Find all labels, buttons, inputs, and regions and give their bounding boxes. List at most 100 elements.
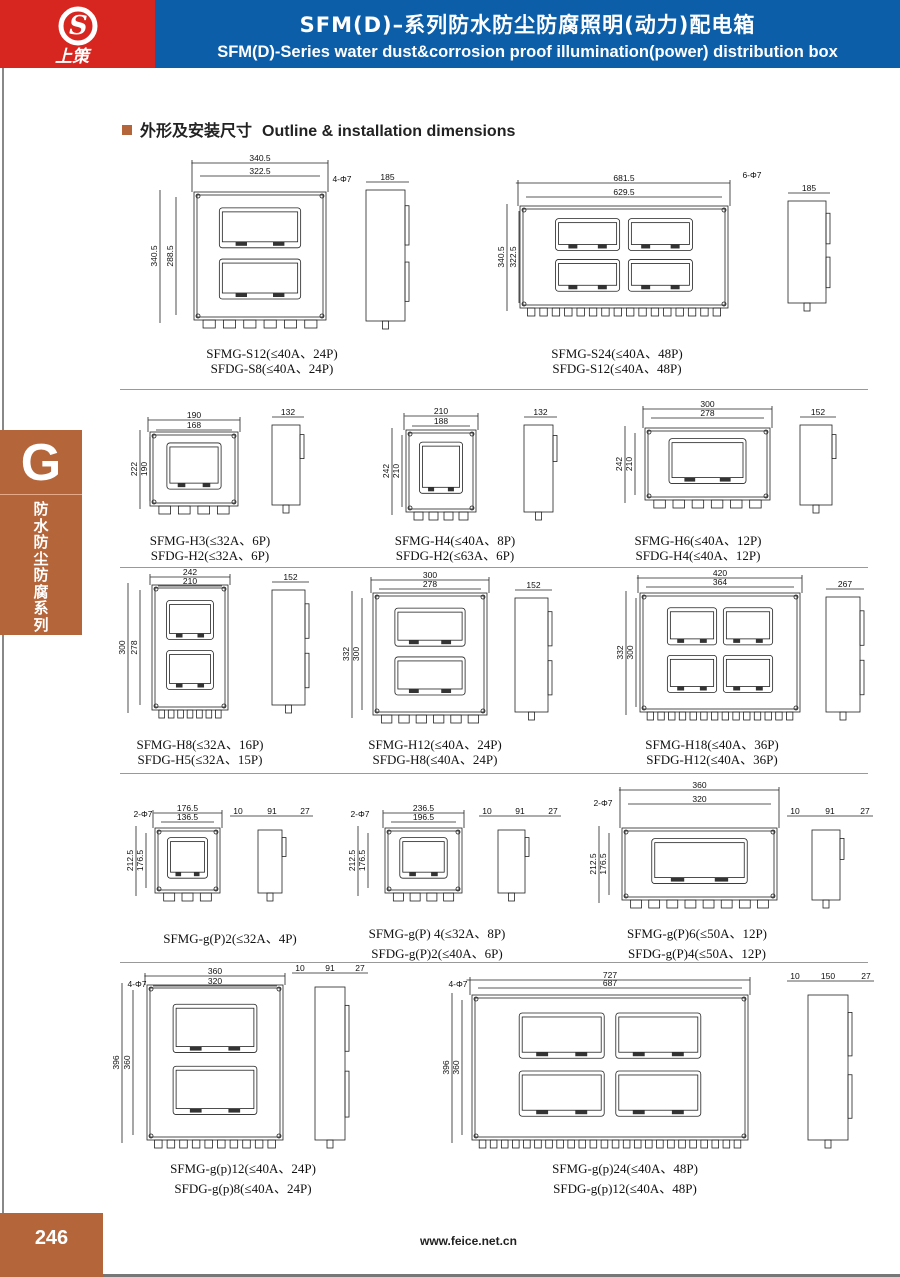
width-inner-label: 364 [713,577,727,587]
latch-icon [235,293,247,298]
enclosure-front-view [405,429,477,513]
model-caption-line: SFMG-g(p)24(≤40A、48P) [552,1161,698,1176]
cable-gland-icon [163,892,176,902]
cable-gland-icon [589,1139,598,1149]
window-frame [615,1070,702,1117]
cable-gland-icon [197,505,210,515]
enclosure-inner-edge [408,432,474,510]
cable-gland-icon [613,307,622,317]
height-outer-label: 340.5 [149,245,159,267]
row-divider [120,773,868,774]
width-outer-label: 360 [208,966,222,976]
cable-gland-icon [199,892,212,902]
latch-icon [409,872,416,877]
breaker-window [399,837,448,879]
mounting-hole-icon [763,493,769,499]
cable-gland-icon [633,1139,642,1149]
width-inner-label: 278 [423,579,437,589]
cable-gland-icon [539,307,548,317]
cable-gland-icon [711,1139,720,1149]
height-outer-label: 300 [117,640,127,654]
mounting-hole-icon [480,594,486,600]
latch-icon [632,1110,645,1115]
mounting-hole-icon [148,1133,154,1139]
width-inner-label: 278 [700,408,714,418]
cable-gland-icon [600,1139,609,1149]
enclosure-inner-edge [624,830,775,898]
height-outer-label: 332 [615,645,625,659]
cable-gland-icon [812,504,820,514]
latch-icon [447,487,454,492]
window-glass [397,660,463,690]
enclosure-inner-edge [387,830,460,891]
breaker-window [555,218,621,251]
depth-label: 185 [380,172,394,182]
depth-label: 152 [283,572,297,582]
enclosure-inner-edge [152,434,236,504]
enclosure-front-view [644,427,771,501]
model-caption-line: SFDG-H5(≤32A、15P) [137,752,263,767]
cable-gland-icon [181,892,194,902]
enclosure-side-view [271,589,306,706]
window-profile [831,434,837,460]
width-outer-label: 360 [692,780,706,790]
latch-icon [536,1110,549,1115]
cable-gland-icon [656,1139,664,1149]
window-profile [825,256,831,289]
cable-gland-icon [691,499,705,509]
cable-gland-icon [508,892,515,902]
cable-gland-icon [576,307,585,317]
title-cn: SFM(D)–系列防水防尘防腐照明(动力)配电箱 [299,13,756,37]
latch-icon [189,1046,202,1051]
latch-icon [641,285,651,290]
window-profile [299,434,305,460]
mounting-hole-icon [407,505,413,511]
breaker-window [518,1012,605,1059]
cable-gland-icon [428,511,439,521]
cable-gland-icon [687,307,697,317]
cable-gland-icon [450,714,462,724]
cable-gland-icon [158,709,165,719]
mounting-hole-icon [646,493,652,499]
cable-gland-icon [839,711,847,721]
height-inner-label: 210 [391,464,401,478]
cable-gland-icon [217,1139,226,1149]
model-caption-line: SFDG-g(p)12(≤40A、48P) [553,1181,697,1196]
depth-label: 10 [233,806,243,816]
cable-gland-icon [700,307,709,317]
chapter-title: 防水防尘防腐系列 [33,500,49,634]
cable-gland-icon [601,307,610,317]
latch-icon [733,638,741,643]
enclosure-side-view [799,424,833,506]
cable-gland-icon [398,714,410,724]
enclosure-side-view [365,189,406,322]
enclosure-side-view [807,994,849,1141]
height-inner-label: 190 [139,462,149,476]
cable-gland-icon [712,307,721,317]
latch-icon [175,633,183,638]
cable-gland-icon [730,499,743,509]
model-caption-line: SFDG-g(p)8(≤40A、24P) [174,1181,312,1196]
cable-gland-icon [202,319,216,329]
mounting-hole-icon [521,207,527,213]
enclosure-inner-edge [157,830,218,891]
latch-icon [228,1046,241,1051]
cable-gland-icon [689,1139,697,1149]
enclosure-front-view [151,584,229,711]
cable-gland-icon [611,1139,620,1149]
depth-label: 91 [325,963,335,973]
window-frame [615,1012,702,1059]
model-caption-line: SFMG-g(P)2(≤32A、4P) [163,931,297,946]
latch-icon [568,285,578,290]
latch-icon [536,1052,549,1057]
model-caption-line: SFDG-S8(≤40A、24P) [210,361,334,376]
mounting-hole-icon [641,705,647,711]
section-title-en: Outline & installation dimensions [262,123,516,140]
width-outer-label: 340.5 [249,153,271,163]
cable-gland-icon [204,1139,213,1149]
cable-gland-icon [648,899,661,909]
cable-gland-icon [443,511,454,521]
